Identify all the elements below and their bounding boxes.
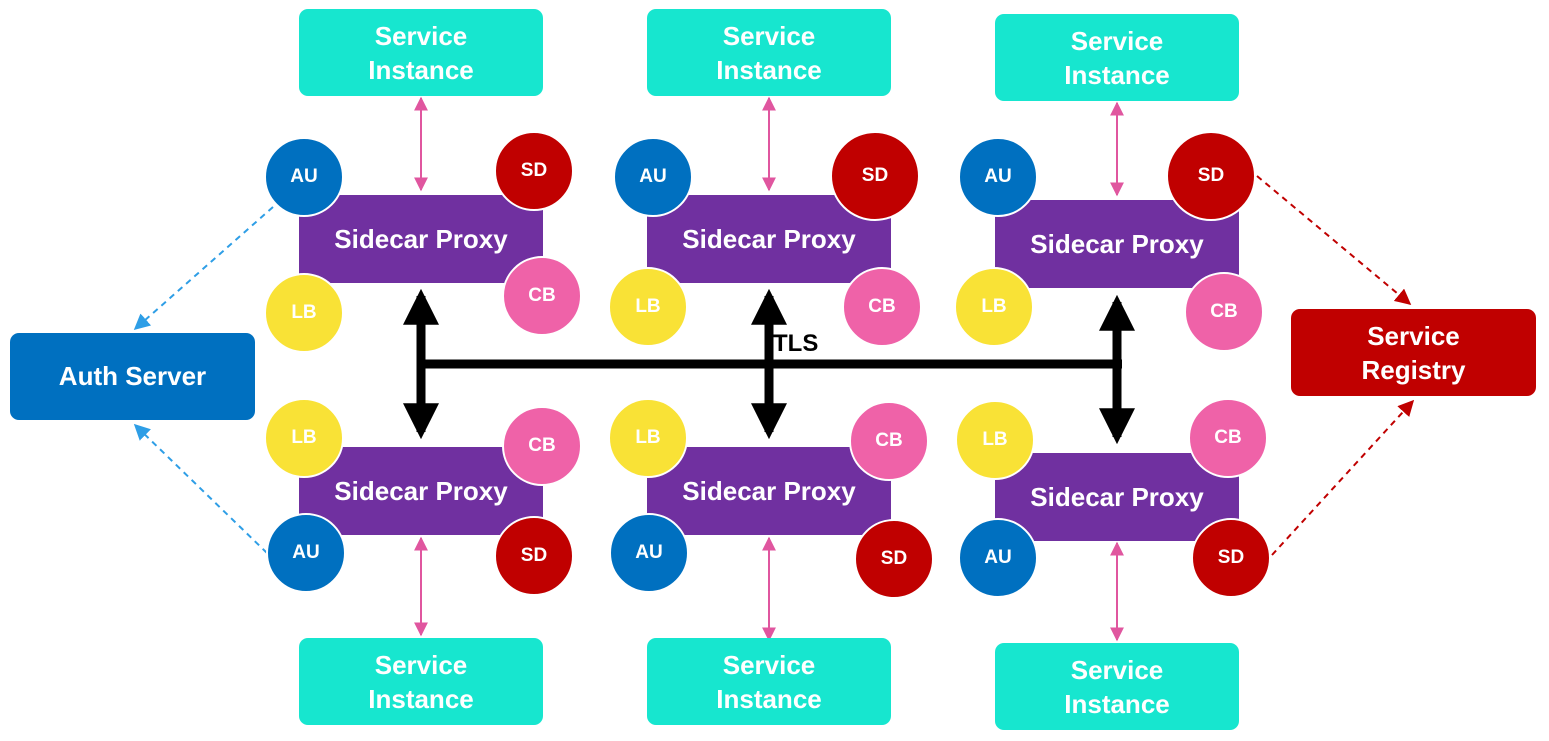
registry-link-top — [1256, 175, 1412, 306]
auth-link-bottom — [133, 423, 268, 554]
sd-badge-bottom-1[interactable]: SD — [494, 516, 574, 596]
cb-badge-top-1[interactable]: CB — [502, 256, 582, 336]
cb-badge-top-2[interactable]: CB — [842, 267, 922, 347]
lb-badge-top-3[interactable]: LB — [954, 267, 1034, 347]
lb-badge-bottom-2[interactable]: LB — [608, 398, 688, 478]
au-badge-top-1[interactable]: AU — [264, 137, 344, 217]
sidecar-proxy-top-1[interactable]: Sidecar Proxy — [299, 195, 543, 283]
sd-badge-top-1[interactable]: SD — [494, 131, 574, 211]
lb-badge-top-2[interactable]: LB — [608, 267, 688, 347]
sd-badge-bottom-2[interactable]: SD — [854, 519, 934, 599]
auth-server[interactable]: Auth Server — [10, 333, 255, 420]
cb-badge-bottom-2[interactable]: CB — [849, 401, 929, 481]
service-instance-bottom-3[interactable]: Service Instance — [995, 643, 1239, 730]
lb-badge-bottom-3[interactable]: LB — [955, 400, 1035, 480]
au-badge-bottom-3[interactable]: AU — [958, 518, 1038, 598]
service-instance-top-3[interactable]: Service Instance — [995, 14, 1239, 101]
cb-badge-bottom-3[interactable]: CB — [1188, 398, 1268, 478]
cb-badge-bottom-1[interactable]: CB — [502, 406, 582, 486]
sd-badge-top-3[interactable]: SD — [1166, 131, 1256, 221]
sidecar-proxy-top-2[interactable]: Sidecar Proxy — [647, 195, 891, 283]
service-registry[interactable]: Service Registry — [1291, 309, 1536, 396]
sd-badge-bottom-3[interactable]: SD — [1191, 518, 1271, 598]
au-badge-bottom-1[interactable]: AU — [266, 513, 346, 593]
service-instance-bottom-2[interactable]: Service Instance — [647, 638, 891, 725]
lb-badge-top-1[interactable]: LB — [264, 273, 344, 353]
cb-badge-top-3[interactable]: CB — [1184, 272, 1264, 352]
service-instance-top-2[interactable]: Service Instance — [647, 9, 891, 96]
registry-link-bottom — [1271, 399, 1415, 556]
sd-badge-top-2[interactable]: SD — [830, 131, 920, 221]
auth-link-top — [133, 206, 274, 331]
lb-badge-bottom-1[interactable]: LB — [264, 398, 344, 478]
service-instance-bottom-1[interactable]: Service Instance — [299, 638, 543, 725]
sidecar-proxy-bottom-3[interactable]: Sidecar Proxy — [995, 453, 1239, 541]
au-badge-top-3[interactable]: AU — [958, 137, 1038, 217]
sidecar-proxy-bottom-1[interactable]: Sidecar Proxy — [299, 447, 543, 535]
service-instance-top-1[interactable]: Service Instance — [299, 9, 543, 96]
au-badge-bottom-2[interactable]: AU — [609, 513, 689, 593]
au-badge-top-2[interactable]: AU — [613, 137, 693, 217]
sidecar-proxy-bottom-2[interactable]: Sidecar Proxy — [647, 447, 891, 535]
tls-label: TLS — [773, 330, 819, 357]
